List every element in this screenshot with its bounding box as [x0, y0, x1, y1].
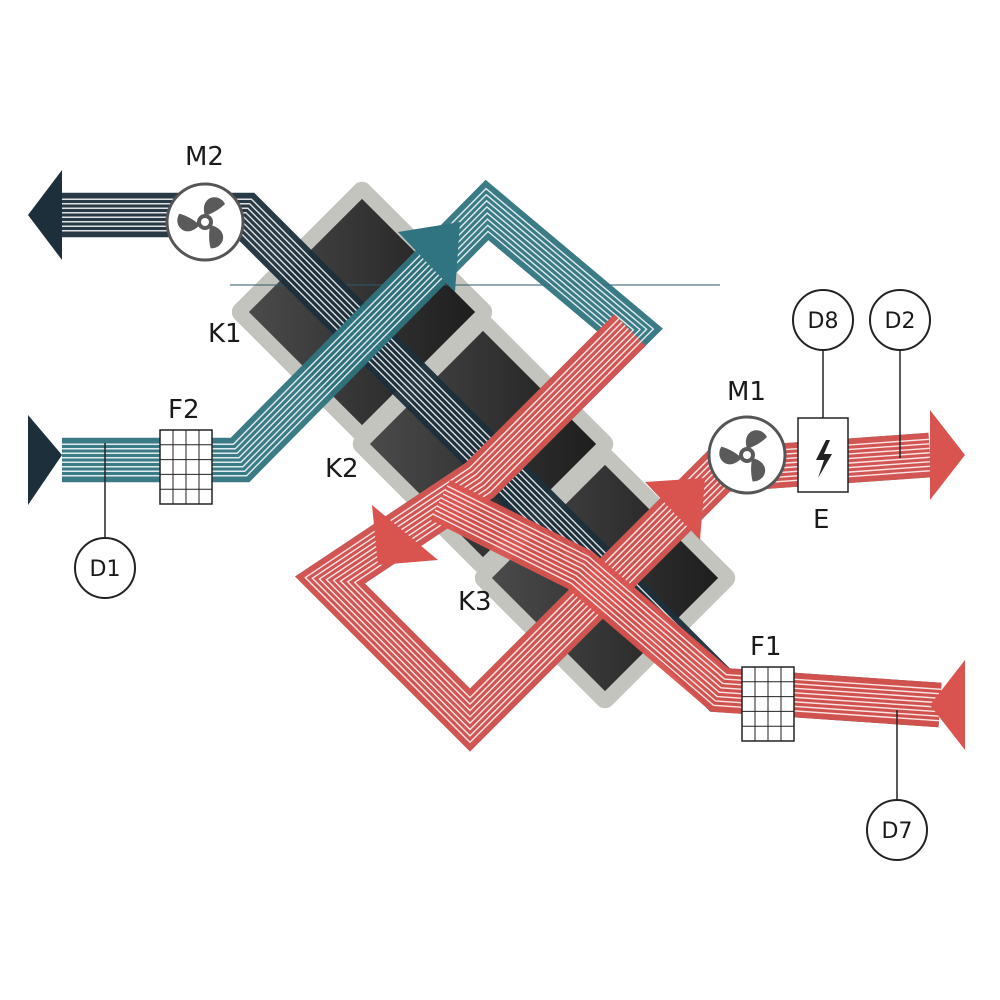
k3-label: K3 — [458, 587, 492, 617]
k1-label: K1 — [208, 319, 242, 349]
sensor-d7: D7 — [866, 710, 928, 861]
exhaust-arrow-icon — [28, 170, 62, 260]
sensor-d1-label: D1 — [90, 557, 121, 582]
loop-arrow-teal-icon — [398, 222, 460, 292]
heater-e: E — [797, 417, 849, 535]
loop-arrow-red-up-icon — [645, 478, 705, 540]
fan-icon — [719, 430, 767, 482]
k2-label: K2 — [325, 454, 359, 484]
extract-stream — [430, 480, 942, 728]
sensor-d8-label: D8 — [808, 309, 839, 334]
filter-f1-label: F1 — [750, 632, 782, 662]
lightning-icon — [816, 440, 832, 478]
extract-intake-arrow-icon — [930, 660, 965, 750]
heater-e-label: E — [813, 505, 829, 535]
loop-arrow-red-icon — [372, 505, 438, 565]
fan-m1: M1 — [707, 377, 787, 495]
filter-f2-label: F2 — [168, 395, 200, 425]
sensor-d7-label: D7 — [882, 819, 913, 844]
sensor-d8: D8 — [792, 289, 854, 418]
fan-icon — [177, 197, 225, 249]
fan-m2-label: M2 — [185, 142, 224, 172]
sensor-d1: D1 — [74, 443, 136, 599]
filter-f1: F1 — [741, 632, 795, 742]
fan-m1-label: M1 — [727, 377, 766, 407]
filter-grid-icon — [741, 666, 795, 742]
fan-m2: M2 — [165, 142, 245, 262]
outdoor-intake-arrow-icon — [28, 415, 62, 505]
filter-f2: F2 — [159, 395, 213, 505]
supply-arrow-icon — [930, 410, 965, 500]
sensor-d2: D2 — [869, 289, 931, 458]
sensor-d2-label: D2 — [885, 309, 916, 334]
filter-grid-icon — [159, 429, 213, 505]
